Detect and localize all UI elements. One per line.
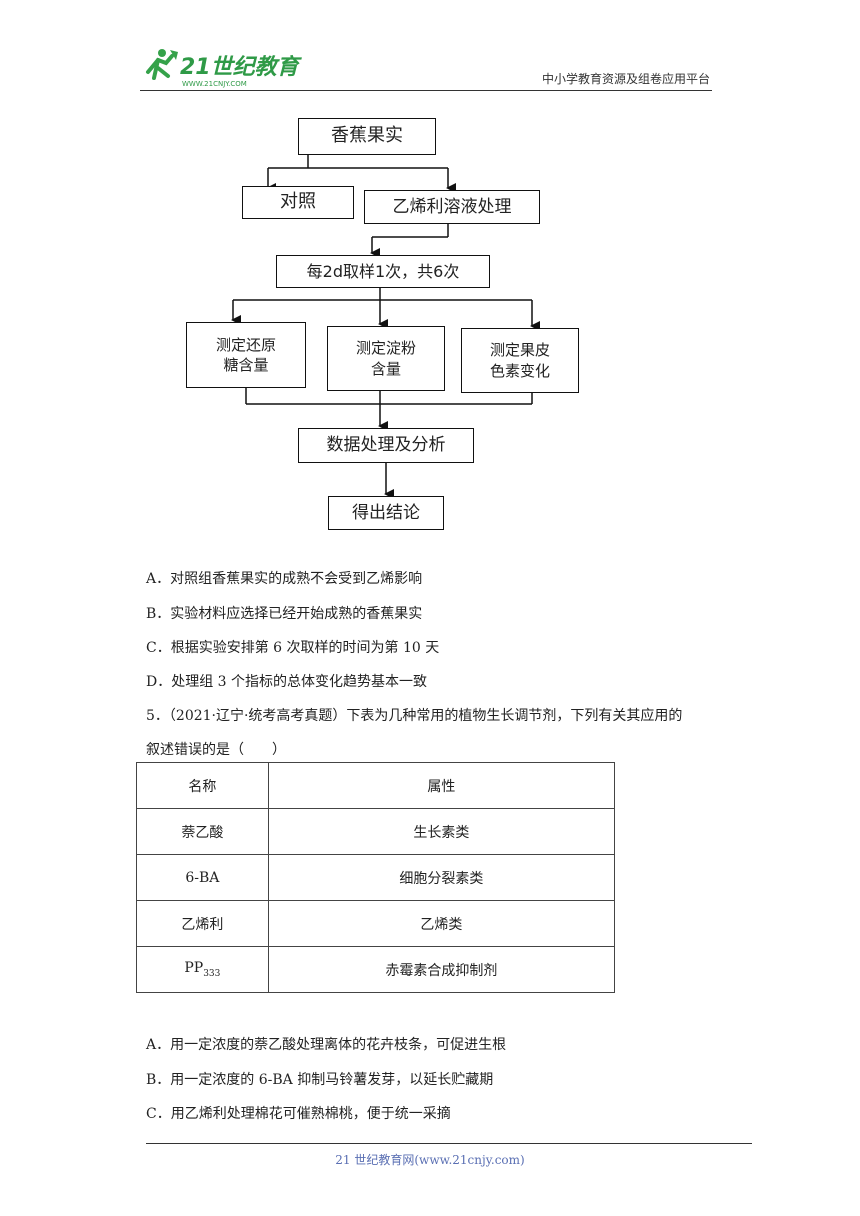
logo-text: 21世纪教育: [180, 54, 303, 80]
logo-21cnjy: 21世纪教育 WWW.21CNJY.COM: [146, 49, 303, 88]
footer-divider: [146, 1143, 752, 1144]
table-header-cell: 名称: [136, 762, 269, 809]
flowchart-connectors: [231, 155, 540, 499]
table-cell: 细胞分裂素类: [267, 854, 616, 901]
measure-pigment-line1: 测定果皮: [489, 341, 550, 360]
box-conclusion: 得出结论: [328, 496, 444, 530]
box-control: 对照: [242, 186, 354, 219]
table-cell: 萘乙酸: [136, 808, 269, 855]
measure-starch-line1: 测定淀粉: [355, 339, 416, 358]
q4-option-b: B．实验材料应选择已经开始成熟的香蕉果实: [146, 606, 423, 622]
logo-url: WWW.21CNJY.COM: [182, 80, 247, 88]
regulator-table: 名称 属性 萘乙酸 生长素类 6-BA 细胞分裂素类 乙烯利 乙烯类 PP333…: [136, 762, 616, 993]
platform-name: 中小学教育资源及组卷应用平台: [541, 72, 710, 86]
box-measure-sugar: 测定还原糖含量: [186, 322, 306, 388]
table-cell: 生长素类: [267, 808, 616, 855]
box-measure-starch: 测定淀粉含量: [327, 326, 445, 391]
table-row: 萘乙酸 生长素类: [136, 808, 616, 855]
measure-sugar-line2: 糖含量: [223, 356, 269, 374]
q5-option-b: B．用一定浓度的 6-BA 抑制马铃薯发芽，以延长贮藏期: [146, 1072, 494, 1088]
q5-option-a: A．用一定浓度的萘乙酸处理离体的花卉枝条，可促进生根: [146, 1037, 507, 1053]
box-analysis: 数据处理及分析: [298, 428, 474, 463]
table-row: 6-BA 细胞分裂素类: [136, 854, 616, 901]
table-cell: 赤霉素合成抑制剂: [267, 946, 616, 993]
footer-text: 21 世纪教育网(www.21cnjy.com): [335, 1153, 525, 1167]
pp-label: PP: [184, 960, 204, 977]
q5-stem-line1: 5．（2021·辽宁·统考高考真题）下表为几种常用的植物生长调节剂，下列有关其应…: [146, 708, 683, 724]
table-cell: PP333: [136, 946, 269, 993]
experiment-flowchart: 香蕉果实 对照 乙烯利溶液处理 每2d取样1次，共6次 测定还原糖含量 测定淀粉…: [180, 112, 600, 536]
table-cell: 乙烯利: [136, 900, 269, 947]
table-cell: 6-BA: [136, 854, 269, 901]
q4-option-d: D．处理组 3 个指标的总体变化趋势基本一致: [146, 674, 428, 690]
measure-starch-line2: 含量: [370, 359, 401, 378]
box-sampling: 每2d取样1次，共6次: [276, 255, 490, 288]
pp-subscript: 333: [203, 968, 221, 979]
measure-pigment-line2: 色素变化: [489, 361, 550, 380]
box-measure-pigment: 测定果皮色素变化: [461, 328, 579, 393]
q5-stem-line2: 叙述错误的是（ ）: [146, 742, 286, 758]
table-row: PP333 赤霉素合成抑制剂: [136, 946, 616, 993]
table-row: 乙烯利 乙烯类: [136, 900, 616, 947]
page-header: 21世纪教育 WWW.21CNJY.COM 中小学教育资源及组卷应用平台: [140, 40, 712, 91]
table-cell: 乙烯类: [267, 900, 616, 947]
measure-sugar-line1: 测定还原: [215, 335, 276, 354]
q4-option-c: C．根据实验安排第 6 次取样的时间为第 10 天: [146, 640, 440, 656]
table-header-cell: 属性: [267, 762, 616, 809]
q4-option-a: A．对照组香蕉果实的成熟不会受到乙烯影响: [146, 571, 423, 587]
box-banana: 香蕉果实: [298, 118, 436, 155]
table-header-row: 名称 属性: [136, 762, 616, 809]
q5-option-c: C．用乙烯利处理棉花可催熟棉桃，便于统一采摘: [146, 1106, 451, 1122]
box-treatment: 乙烯利溶液处理: [364, 190, 540, 224]
